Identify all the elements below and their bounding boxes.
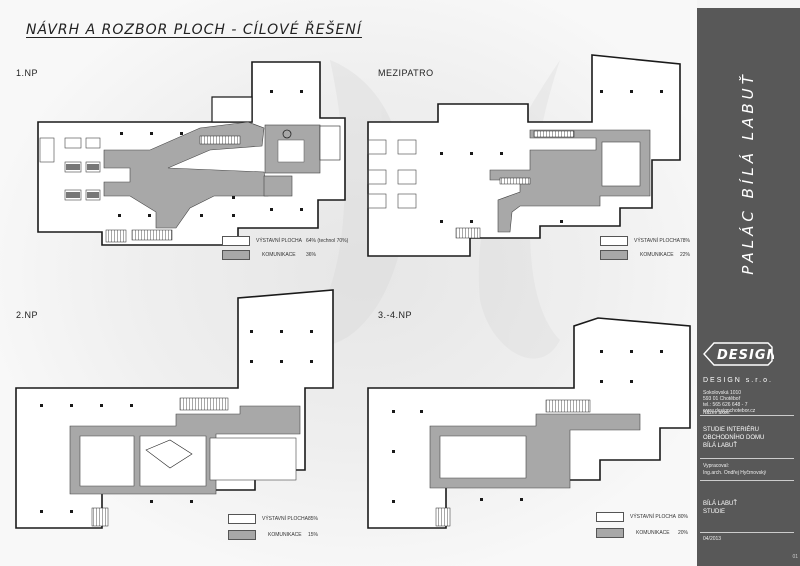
project-caption: Název akce:	[703, 410, 731, 416]
address-line: www.designchotebor.cz	[703, 408, 756, 414]
plan-mezipatro	[367, 54, 681, 257]
legend-swatch-exhibition	[596, 512, 624, 522]
divider	[700, 532, 794, 533]
legend-label-communication: KOMUNIKACE	[636, 530, 670, 536]
plan-1np-communication	[103, 121, 269, 229]
floor-plans	[15, 54, 691, 529]
vertical-title-text: PALÁC BÍLÁ LABUŤ	[739, 71, 757, 275]
drawing-date: 04/2013	[703, 536, 722, 542]
company-address: Sokolovská 1010 593 01 Chotěboř tel.: 56…	[703, 390, 755, 414]
drawing-line: BÍLÁ LABUŤ	[703, 501, 738, 507]
project-line: OBCHODNÍHO DOMU	[703, 435, 765, 441]
divider	[700, 480, 794, 481]
legend-label-communication: KOMUNIKACE	[262, 252, 296, 258]
legend-value-exhibition: 85%	[308, 516, 319, 522]
project-name: STUDIE INTERIÉRU OBCHODNÍHO DOMU BÍLÁ LA…	[703, 426, 764, 450]
project-vertical-title: PALÁC BÍLÁ LABUŤ	[733, 68, 763, 278]
floor-label-3-4np: 3.-4.NP	[378, 310, 413, 320]
divider	[700, 458, 794, 459]
project-line: BÍLÁ LABUŤ	[703, 443, 738, 449]
divider	[700, 415, 794, 416]
author-caption: Vypracoval:	[703, 463, 729, 469]
legend-swatch-communication	[228, 530, 256, 540]
address-line: 593 01 Chotěboř	[703, 396, 741, 402]
legend-swatch-communication	[596, 528, 624, 538]
legend-swatch-exhibition	[228, 514, 256, 524]
address-line: Sokolovská 1010	[703, 390, 742, 396]
legend-label-communication: KOMUNIKACE	[268, 532, 302, 538]
floor-label-mezipatro: MEZIPATRO	[378, 68, 434, 78]
legend-swatch-communication	[600, 250, 628, 260]
legend-label-exhibition: VÝSTAVNÍ PLOCHA	[634, 238, 680, 244]
legend-value-communication: 22%	[680, 252, 691, 258]
plan-2np-communication	[69, 405, 301, 495]
plan-1np	[37, 61, 346, 246]
design-logo: DESIGN	[703, 342, 774, 366]
plan-3-4np-communication	[429, 413, 641, 489]
legend-value-communication: 20%	[678, 530, 689, 536]
legend-value-communication: 15%	[308, 532, 319, 538]
legend-swatch-exhibition	[222, 236, 250, 246]
legend-label-exhibition: VÝSTAVNÍ PLOCHA	[262, 516, 308, 522]
page-number: 01	[792, 554, 798, 560]
legend-label-exhibition: VÝSTAVNÍ PLOCHA	[256, 238, 302, 244]
legend-value-exhibition: 78%	[680, 238, 691, 244]
legend-swatch-communication	[222, 250, 250, 260]
logo-text: DESIGN	[717, 348, 774, 363]
title-block: PALÁC BÍLÁ LABUŤ DESIGN DESIGN s.r.o. So…	[697, 8, 800, 566]
plan-2np	[15, 289, 334, 529]
project-line: STUDIE INTERIÉRU	[703, 427, 760, 433]
legend-value-communication: 36%	[306, 252, 317, 258]
legend-label-exhibition: VÝSTAVNÍ PLOCHA	[630, 514, 676, 520]
drawing-name: BÍLÁ LABUŤ STUDIE	[703, 500, 737, 516]
floor-label-1np: 1.NP	[16, 68, 39, 78]
drawing-line: STUDIE	[703, 509, 726, 515]
floor-label-2np: 2.NP	[16, 310, 39, 320]
legend-swatch-exhibition	[600, 236, 628, 246]
author-name: Ing.arch. Ondřej Hyčrnovský	[703, 470, 767, 476]
address-line: tel.: 565 626 648 - 7	[703, 402, 748, 408]
sheet-title: NÁVRH A ROZBOR PLOCH - CÍLOVÉ ŘEŠENÍ	[26, 22, 362, 38]
legend-value-exhibition: 64% (technol 70%)	[306, 238, 349, 244]
plans-area: NÁVRH A ROZBOR PLOCH - CÍLOVÉ ŘEŠENÍ 1.N…	[0, 0, 697, 566]
plan-3-4np	[367, 317, 691, 529]
legend-value-exhibition: 80%	[678, 514, 689, 520]
legend-label-communication: KOMUNIKACE	[640, 252, 674, 258]
company-name: DESIGN s.r.o.	[703, 377, 773, 384]
